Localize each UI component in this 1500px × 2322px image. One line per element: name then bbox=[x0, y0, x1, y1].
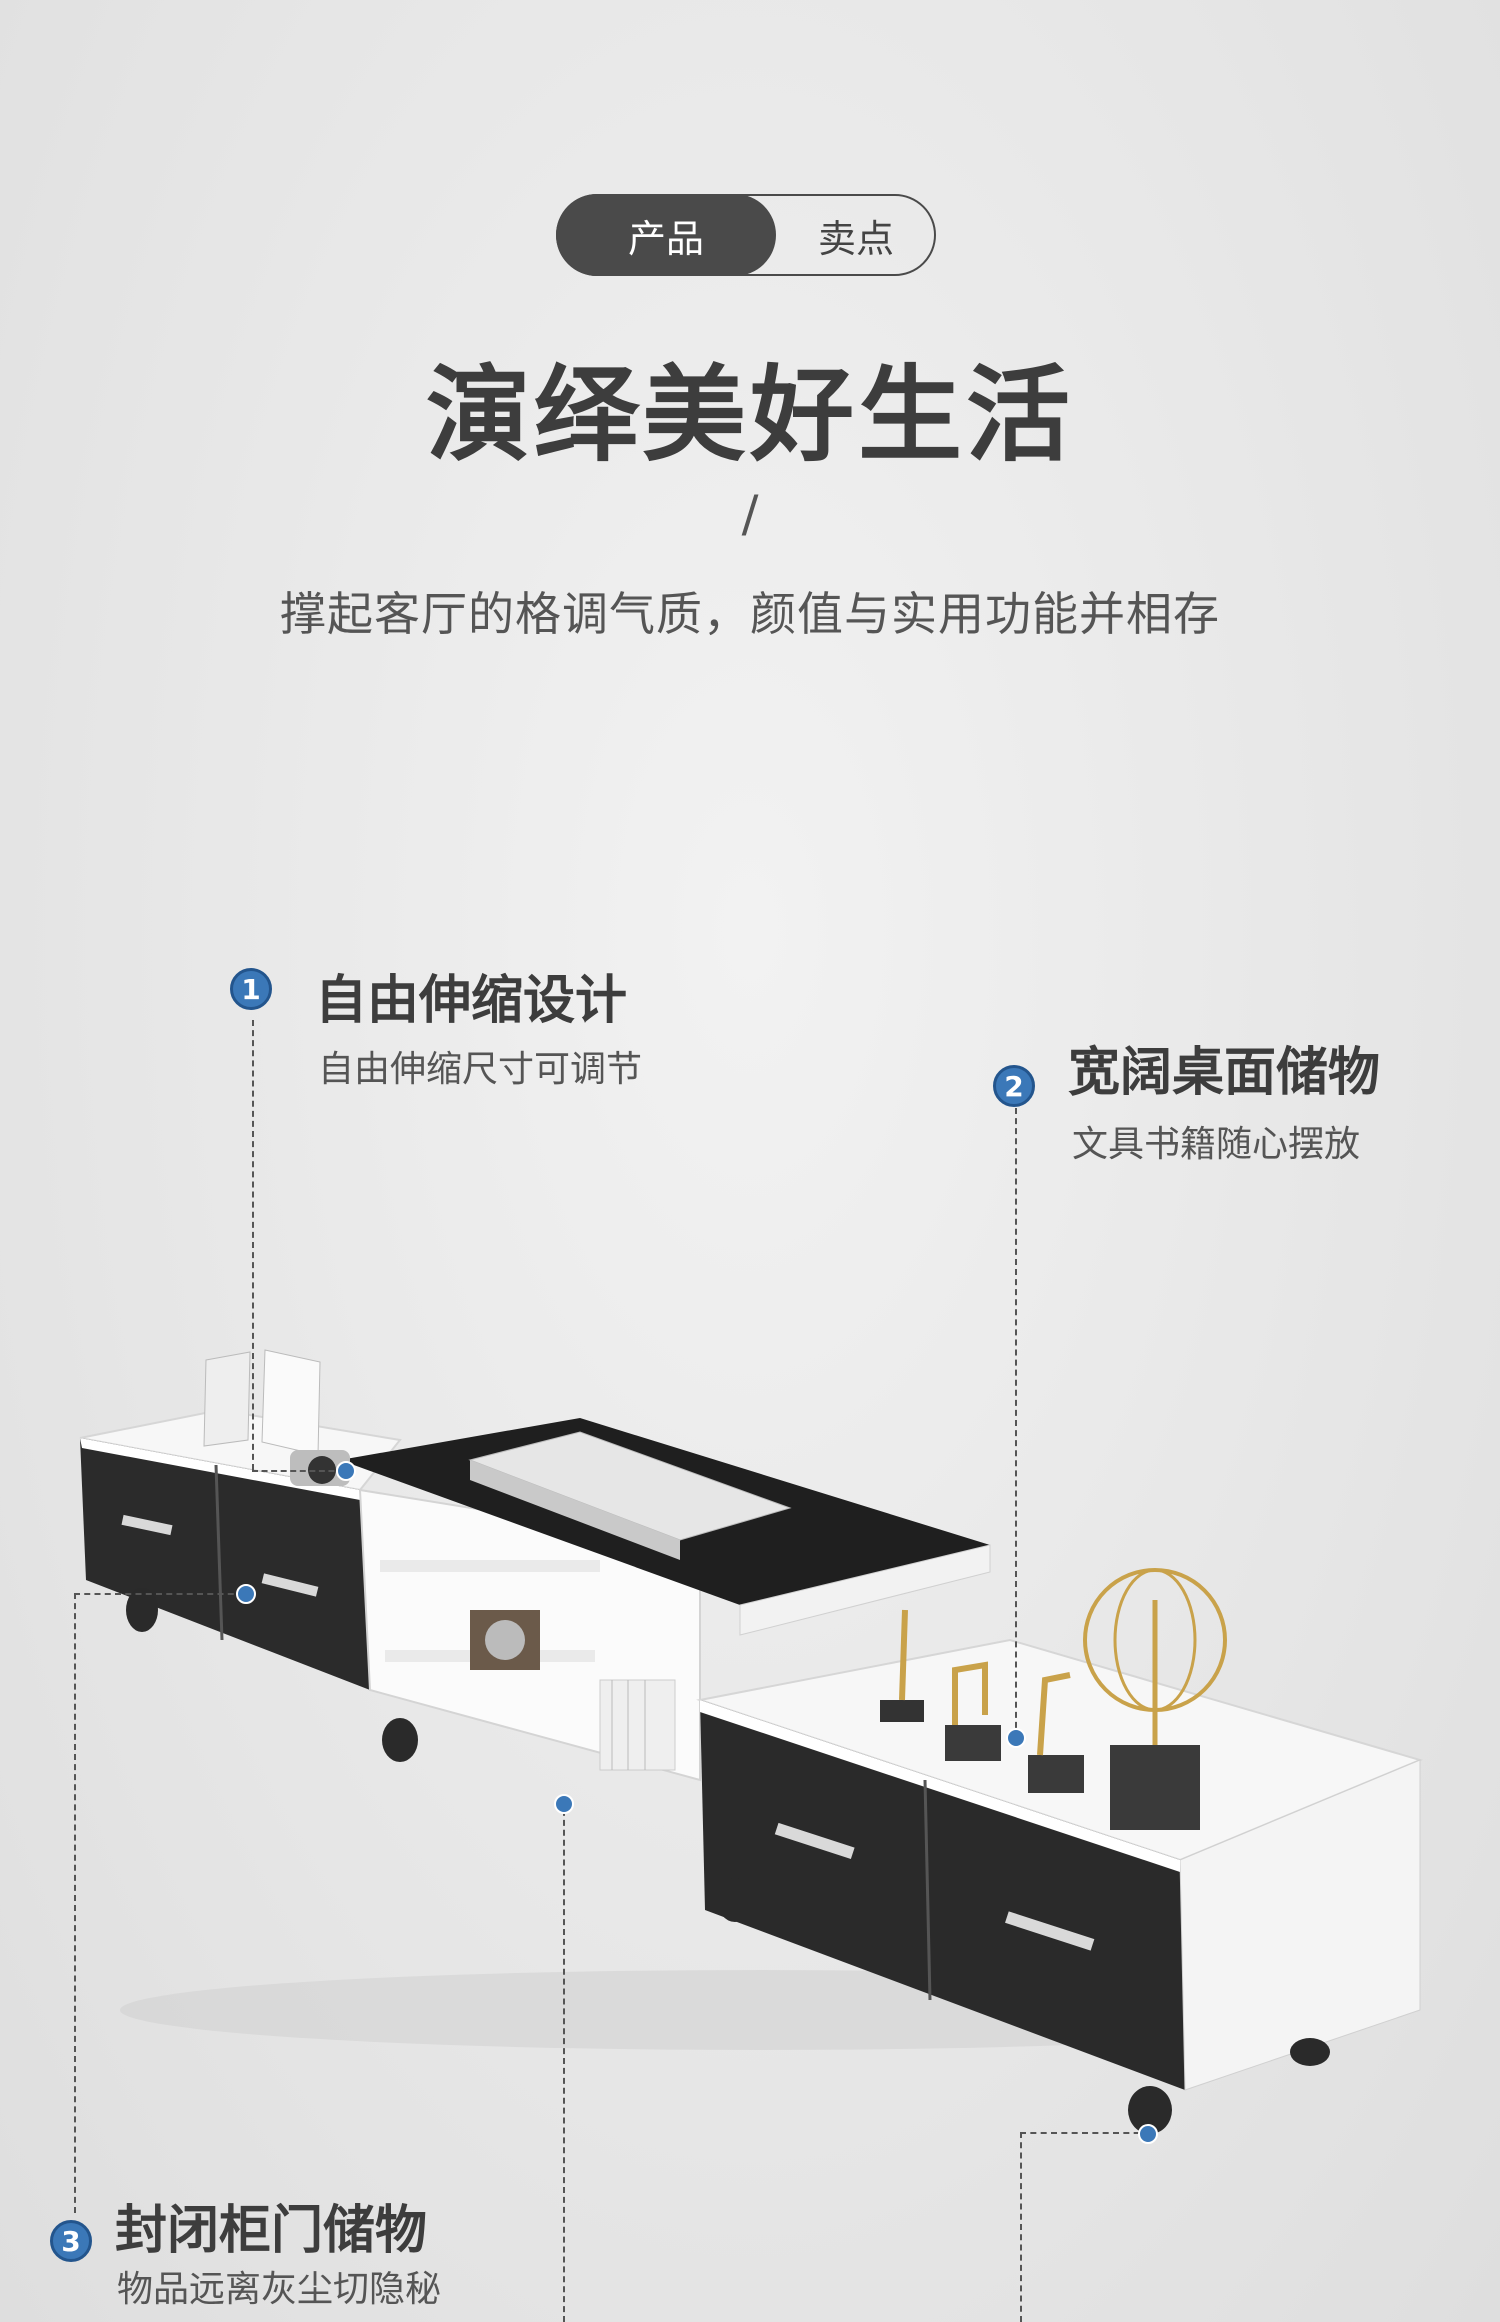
page-subtitle: 撑起客厅的格调气质，颜值与实用功能并相存 bbox=[280, 587, 1220, 641]
page-title: 演绎美好生活 bbox=[425, 354, 1074, 476]
callout-1-line-h bbox=[252, 1470, 344, 1472]
leg-leader-line bbox=[1020, 2132, 1022, 2322]
callout-3-line-h bbox=[74, 1593, 244, 1595]
callout-1-dot bbox=[336, 1461, 356, 1481]
callout-1-desc: 自由伸缩尺寸可调节 bbox=[318, 1049, 643, 1090]
callout-3-dot bbox=[236, 1584, 256, 1604]
callout-2-title: 宽阔桌面储物 bbox=[1068, 1043, 1381, 1103]
callout-3-desc: 物品远离灰尘切隐秘 bbox=[117, 2269, 442, 2310]
callout-3-number: 3 bbox=[50, 2220, 92, 2262]
callout-3-title: 封闭柜门储物 bbox=[115, 2201, 428, 2261]
callout-1-number: 1 bbox=[230, 968, 272, 1010]
tab-product[interactable]: 产品 bbox=[556, 194, 776, 276]
callout-3-line bbox=[74, 1593, 76, 2213]
title-divider: / bbox=[741, 485, 759, 543]
callout-2-number: 2 bbox=[993, 1065, 1035, 1107]
leg-dot bbox=[1138, 2124, 1158, 2144]
shelf-leader-line bbox=[563, 1800, 565, 2322]
callout-2-line bbox=[1015, 1108, 1017, 1738]
callout-1-title: 自由伸缩设计 bbox=[315, 971, 628, 1031]
callout-1-line bbox=[252, 1020, 254, 1470]
tab-selling-points[interactable]: 卖点 bbox=[817, 216, 894, 261]
product-selling-toggle[interactable]: 产品 卖点 bbox=[556, 194, 936, 276]
shelf-dot bbox=[554, 1794, 574, 1814]
callout-2-desc: 文具书籍随心摆放 bbox=[1072, 1124, 1361, 1165]
callout-2-dot bbox=[1006, 1728, 1026, 1748]
leg-leader-line-h bbox=[1020, 2132, 1150, 2134]
